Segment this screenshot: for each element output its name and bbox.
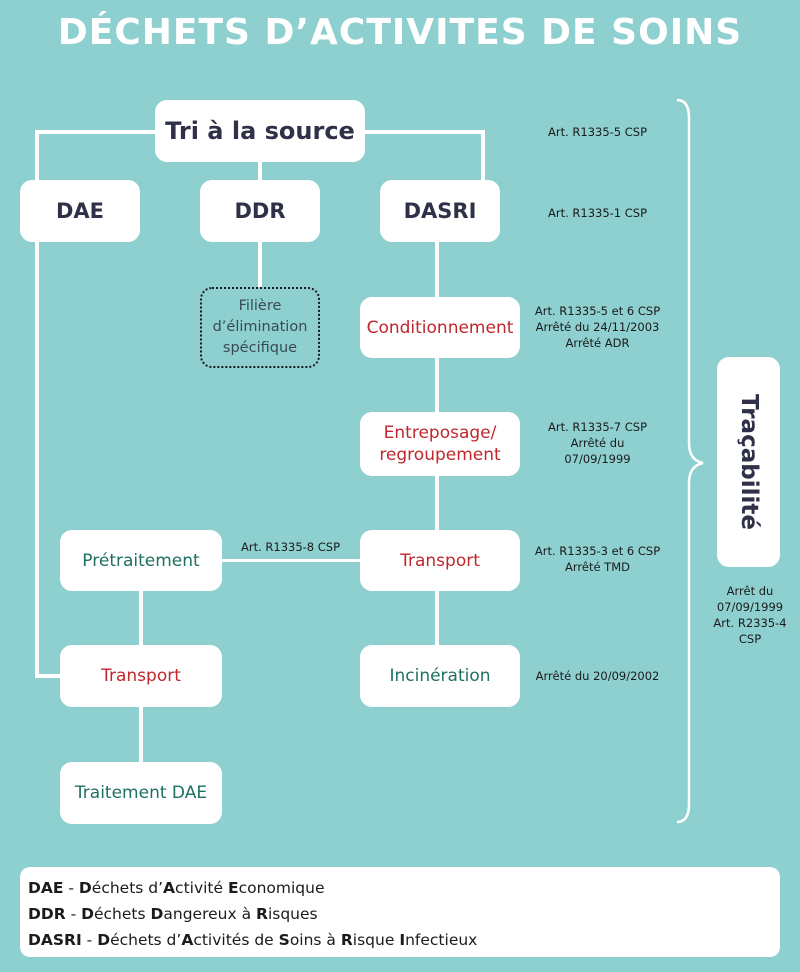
ref-tri: Art. R1335-5 CSP (547, 125, 648, 139)
legend-abbr: DAE (28, 879, 64, 897)
ref-line: Art. R1335-3 et 6 CSP (534, 544, 661, 558)
ref-line: Arrêté TMD (565, 560, 630, 574)
legend-initial: A (163, 879, 176, 897)
ref-entreposage: Art. R1335-7 CSP Arrêté du 07/09/1999 (520, 419, 675, 467)
node-conditionnement: Conditionnement (360, 297, 520, 358)
node-dae: DAE (20, 180, 140, 242)
ref-line: 07/09/1999 (564, 452, 631, 466)
node-dasri: DASRI (380, 180, 500, 242)
ref-line: Art. R1335-5 et 6 CSP (534, 304, 661, 318)
node-traitement-dae: Traitement DAE (60, 762, 222, 824)
legend-initial: E (227, 879, 239, 897)
legend-initial: D (78, 879, 92, 897)
ref-line: Arrêté du 24/11/2003 (535, 320, 660, 334)
legend-abbr: DASRI (28, 931, 82, 949)
connector (35, 130, 157, 134)
connector (220, 559, 362, 562)
node-filiere: Filière d’élimination spécifique (200, 287, 320, 368)
connector (35, 130, 39, 182)
ref-pretraitement: Art. R1335-8 CSP (240, 540, 341, 554)
legend-initial: I (399, 931, 406, 949)
ref-line: Arrêté ADR (565, 336, 630, 350)
ref-line: Art. R2335-4 (713, 616, 787, 630)
ref-line: Arrêté du (570, 436, 625, 450)
tracabilite-refs: Arrêt du 07/09/1999 Art. R2335-4 CSP (705, 583, 795, 647)
ref-line: 07/09/1999 (716, 600, 784, 614)
ref-dasri: Art. R1335-1 CSP (547, 206, 648, 220)
node-pretraitement: Prétraitement (60, 530, 222, 591)
ref-transport: Art. R1335-3 et 6 CSP Arrêté TMD (520, 543, 675, 575)
legend-initial: A (181, 931, 194, 949)
connector (481, 130, 485, 182)
connector (35, 674, 62, 678)
tracabilite-label: Traçabilité (735, 394, 762, 530)
ref-line: CSP (738, 632, 762, 646)
ref-line: Arrêt du (726, 584, 774, 598)
connector (258, 240, 262, 288)
ref-conditionnement: Art. R1335-5 et 6 CSP Arrêté du 24/11/20… (520, 303, 675, 351)
node-incineration: Incinération (360, 645, 520, 707)
node-ddr: DDR (200, 180, 320, 242)
node-tri-source: Tri à la source (155, 100, 365, 162)
legend-initial: D (81, 905, 94, 923)
connector (35, 240, 39, 678)
node-transport-dae: Transport (60, 645, 222, 707)
legend-initial: R (256, 905, 268, 923)
node-transport-dasri: Transport (360, 530, 520, 591)
legend-item: DDR - Déchets Dangereux à Risques (28, 905, 318, 923)
legend-item: DASRI - Déchets d’Activités de Soins à R… (28, 931, 478, 949)
ref-line: Art. R1335-7 CSP (547, 420, 648, 434)
brace (676, 98, 704, 824)
diagram-title: DÉCHETS D’ACTIVITES DE SOINS (57, 12, 743, 53)
legend-item: DAE - Déchets d’Activité Economique (28, 879, 325, 897)
node-entreposage: Entreposage/ regroupement (360, 412, 520, 476)
legend-abbr: DDR (28, 905, 66, 923)
legend-initial: D (150, 905, 164, 923)
connector (363, 130, 485, 134)
legend-initial: R (340, 931, 353, 949)
ref-incineration: Arrêté du 20/09/2002 (535, 669, 660, 683)
legend-initial: S (278, 931, 290, 949)
tracabilite-box: Traçabilité (717, 357, 780, 567)
legend-initial: D (97, 931, 111, 949)
connector (258, 160, 262, 182)
